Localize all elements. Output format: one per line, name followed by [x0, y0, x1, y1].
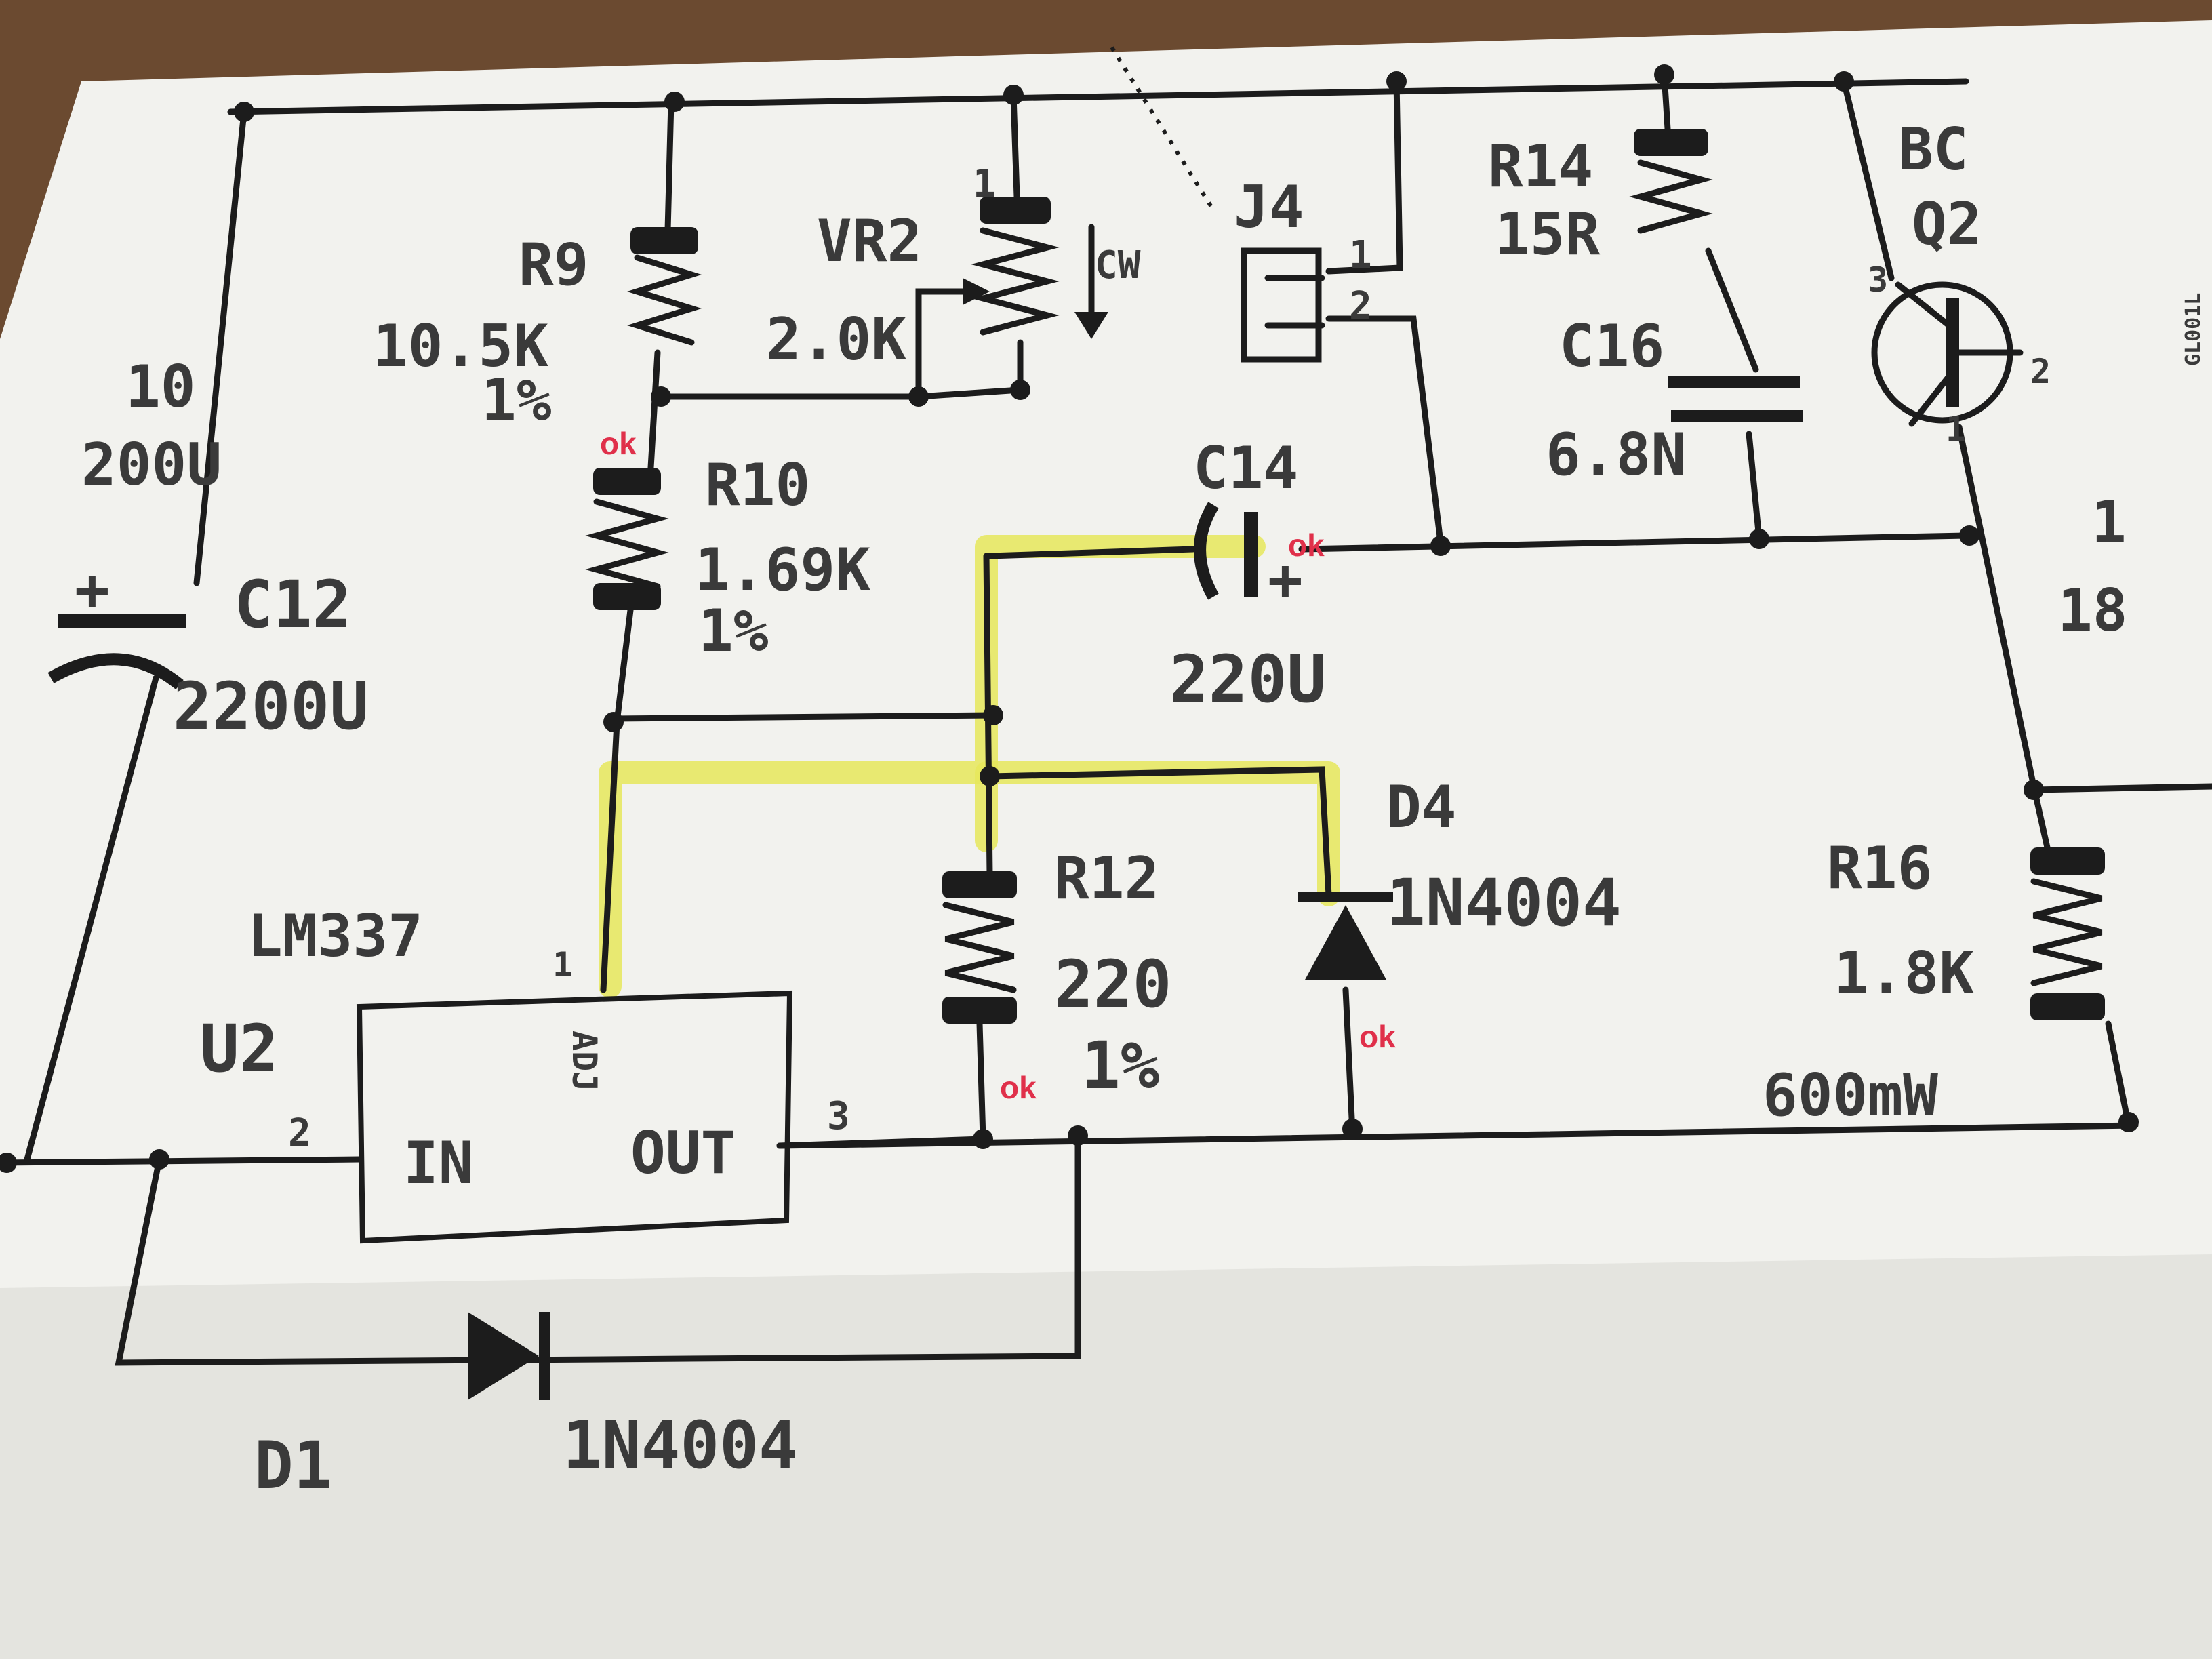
label-u2-in: IN	[403, 1130, 474, 1197]
capacitor-c14	[1194, 502, 1258, 600]
label-r10-val: 1.69K	[695, 536, 870, 604]
label-r12-tol: 1%	[1081, 1028, 1160, 1104]
paper-shadow	[0, 1254, 2212, 1659]
label-r9-val: 10.5K	[373, 313, 548, 380]
label-c14-plus: +	[1268, 546, 1303, 614]
label-r12-ref: R12	[1054, 845, 1159, 913]
mark-ok-c14: ok	[1288, 527, 1325, 563]
label-d4-ref: D4	[1386, 774, 1457, 841]
label-q2-ref2: Q2	[1912, 191, 1982, 258]
label-edge-1: 1	[2091, 489, 2127, 557]
label-r10-ref: R10	[705, 452, 810, 519]
label-u2-adj: ADJ	[565, 1031, 604, 1092]
wires	[0, 71, 2212, 1366]
label-vr2-ref: VR2	[817, 207, 922, 275]
label-u2-pin3: 3	[827, 1094, 850, 1138]
label-c16-val: 6.8N	[1546, 421, 1686, 489]
label-r9-ref: R9	[519, 231, 589, 299]
label-c12-plus: +	[75, 557, 110, 624]
label-u2-part: LM337	[247, 902, 423, 970]
diode-d1	[468, 1312, 550, 1400]
capacitor-c16	[1668, 376, 1803, 422]
diode-d4	[1298, 892, 1393, 980]
label-j4-pin1: 1	[1349, 233, 1372, 277]
label-r16-ref: R16	[1827, 835, 1932, 902]
mark-ok-r9: ok	[600, 426, 637, 461]
resistor-r14	[1629, 129, 1713, 234]
label-u2-pin1: 1	[552, 945, 573, 984]
label-c16-ref: C16	[1559, 313, 1664, 380]
label-c12-val: 2200U	[173, 668, 369, 744]
label-u2-pin2: 2	[288, 1111, 311, 1155]
label-vr2-val: 2.0K	[766, 306, 906, 374]
label-r16-pow: 600mW	[1763, 1062, 1938, 1130]
regulator-u2	[356, 990, 793, 1244]
label-c12-ref: C12	[234, 567, 351, 643]
label-d1-val: 1N4004	[563, 1407, 798, 1483]
label-q2-pin-top: 3	[1868, 260, 1888, 300]
connector-j4	[1241, 247, 1325, 363]
capacitor-c12	[47, 614, 186, 690]
paper-sheet	[0, 20, 2212, 1659]
label-c14-val: 220U	[1169, 641, 1326, 717]
label-vr2-cw: CW	[1095, 243, 1141, 287]
dotted-guide	[1110, 46, 1215, 212]
label-vr2-pin: 1	[973, 162, 996, 206]
label-q2-pin-side: 2	[2030, 352, 2051, 391]
label-r10-tol: 1%	[698, 597, 769, 665]
resistor-r12	[942, 871, 1017, 1024]
label-q2-pin-bot: 1	[1946, 409, 1966, 449]
label-u2-ref: U2	[200, 1011, 279, 1087]
labels: 10 200U + C12 2200U R9 10.5K 1% VR2 2.0K…	[75, 116, 2205, 1504]
label-r14-ref: R14	[1488, 133, 1593, 201]
label-d1-ref: D1	[254, 1428, 333, 1504]
mark-ok-d4: ok	[1359, 1019, 1396, 1054]
label-c10-ref: 10	[125, 353, 196, 421]
label-edge-18: 18	[2057, 577, 2128, 645]
mark-ok-r12: ok	[1000, 1070, 1037, 1105]
potentiometer-vr2	[963, 197, 1108, 339]
label-edge-code: GL001L	[2181, 293, 2205, 366]
label-d4-val: 1N4004	[1386, 865, 1622, 941]
junction-dots	[0, 64, 2139, 1173]
resistor-r9	[626, 227, 702, 346]
label-j4-ref: J4	[1234, 174, 1304, 241]
label-c10-val: 200U	[81, 431, 222, 499]
label-r9-tol: 1%	[481, 367, 552, 435]
transistor-q2	[1871, 281, 2024, 427]
label-u2-out: OUT	[630, 1119, 736, 1187]
resistor-r16	[2030, 847, 2105, 1020]
label-c14-ref: C14	[1193, 435, 1298, 502]
label-r12-val: 220	[1054, 946, 1171, 1022]
label-q2-ref1: BC	[1898, 116, 1969, 184]
resistor-r10	[585, 468, 669, 610]
label-j4-pin2: 2	[1349, 284, 1372, 328]
label-r14-val: 15R	[1495, 201, 1601, 268]
hand-marks: ok ok ok ok	[600, 426, 1396, 1105]
label-r16-val: 1.8K	[1834, 940, 1974, 1007]
